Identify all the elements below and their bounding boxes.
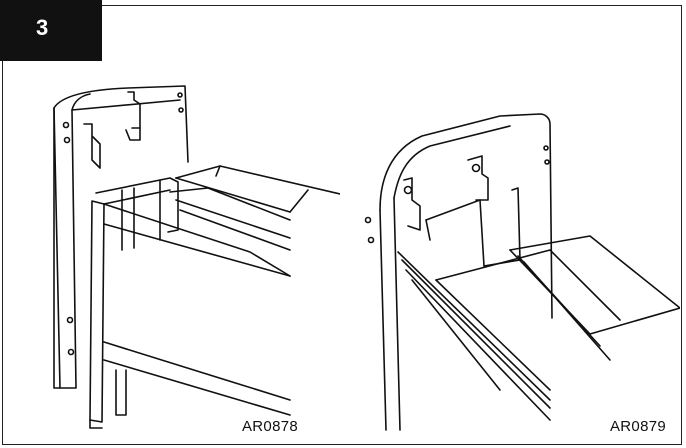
step-badge: 3 xyxy=(0,0,102,61)
figure-code-right: AR0879 xyxy=(610,418,667,435)
assembly-drawing-right xyxy=(350,70,680,435)
figure-code-left: AR0878 xyxy=(242,418,299,435)
assembly-drawing-left xyxy=(40,70,340,435)
step-number: 3 xyxy=(36,15,49,40)
instruction-panel xyxy=(2,5,682,445)
